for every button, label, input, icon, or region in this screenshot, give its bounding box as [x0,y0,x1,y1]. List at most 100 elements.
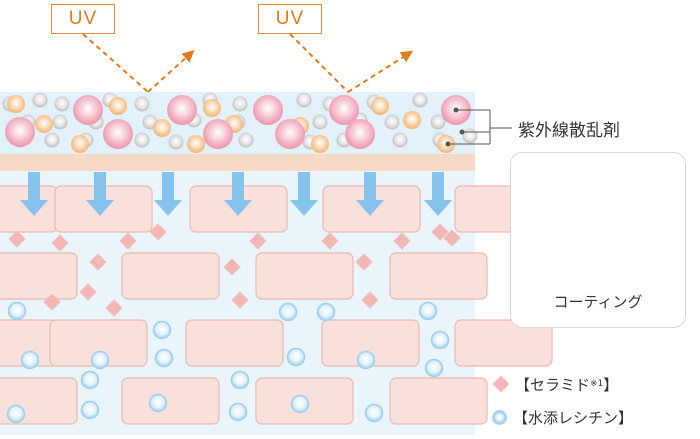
coating-label: コーティング [553,293,643,311]
callout-dot [459,129,465,135]
uv-ray [289,33,349,93]
skin-cell [185,319,284,367]
down-arrow [20,172,48,216]
skin-cell [389,377,488,425]
scatter-pink-particle [167,95,197,125]
lecithin-circle [6,404,26,424]
scatter-pink-particle [73,95,103,125]
coating-panel: コーティング [510,152,686,328]
down-arrow [290,172,318,216]
skin-cell [454,319,553,367]
ceramide-diamond [393,232,411,250]
lecithin-circle [418,301,438,321]
ceramide-legend-note: ※1 [590,379,604,389]
lecithin-circle [90,350,110,370]
skin-cell [0,252,78,300]
lecithin-circle [316,302,336,322]
lecithin-circle [424,358,444,378]
scatter-gray-particle [52,114,68,130]
lecithin-circle [154,348,174,368]
legend-ceramide: 【セラミド※1】 [492,372,618,396]
lecithin-circle [364,403,384,423]
ceramide-diamond [89,253,107,271]
ceramide-diamond [443,229,461,247]
scatter-orange-particle [109,97,127,115]
scatter-pink-particle [345,119,375,149]
scatter-pink-particle [5,117,35,147]
lecithin-legend-icon [492,409,507,425]
scatter-orange-particle [71,135,89,153]
scatter-gray-particle [168,134,184,150]
scatter-gray-particle [392,132,408,148]
scatter-gray-particle [296,92,312,108]
lecithin-circle [356,350,376,370]
ceramide-diamond [249,232,267,250]
scatter-gray-particle [238,132,254,148]
ceramide-diamond [105,299,123,317]
uv-ray [82,33,149,93]
ceramide-diamond [223,258,241,276]
ceramide-legend-close: 】 [603,375,619,394]
lecithin-circle [80,400,100,420]
down-arrow [86,172,114,216]
scatter-gray-particle [44,132,60,148]
scatter-orange-particle [203,99,221,117]
scatter-orange-particle [371,97,389,115]
lecithin-circle [152,320,172,340]
scatter-gray-particle [312,114,328,130]
scatter-gray-particle [32,92,48,108]
lecithin-circle [80,370,100,390]
ceramide-legend-label: 【セラミド [515,375,591,394]
skin-cell [255,252,354,300]
lecithin-circle [278,302,298,322]
down-arrow [424,172,452,216]
scatter-agent-label: 紫外線散乱剤 [518,121,620,141]
scatter-gray-particle [232,96,248,112]
lecithin-circle [20,350,40,370]
scatter-gray-particle [134,96,150,112]
down-arrow [224,172,252,216]
skin-cell [121,377,220,425]
scatter-pink-particle [329,95,359,125]
callout-dot [453,107,459,113]
uv-ray [147,49,195,93]
ceramide-diamond [355,253,373,271]
scatter-orange-particle [35,115,53,133]
down-arrow [154,172,182,216]
scatter-gray-particle [462,128,478,144]
scatter-pink-particle [203,119,233,149]
scatter-gray-particle [54,96,70,112]
scatter-gray-particle [412,92,428,108]
ceramide-diamond [149,223,167,241]
ceramide-diamond [361,291,379,309]
scatter-gray-particle [430,114,446,130]
scatter-pink-particle [103,119,133,149]
lecithin-circle [148,393,168,413]
lecithin-circle [286,347,306,367]
callout-dot [445,141,451,147]
lecithin-circle [7,301,27,321]
uv-label-2: UV [258,4,322,34]
scatter-orange-particle [403,111,421,129]
ceramide-diamond [321,232,339,250]
scatter-gray-particle [134,132,150,148]
skin-cell [121,252,220,300]
scatter-pink-particle [253,95,283,125]
lecithin-circle [430,330,450,350]
scatter-orange-particle [7,95,25,113]
scatter-gray-particle [384,114,400,130]
ceramide-legend-icon [492,375,510,393]
lecithin-circle [290,394,310,414]
scatter-orange-particle [187,135,205,153]
ceramide-diamond [119,232,137,250]
lecithin-circle [230,370,250,390]
ceramide-diamond [231,291,249,309]
lecithin-legend-label: 【水添レシチン】 [513,408,634,427]
scatter-orange-particle [153,119,171,137]
ceramide-diamond [431,223,449,241]
skin-surface-band [0,154,475,171]
lecithin-circle [228,402,248,422]
scatter-orange-particle [311,135,329,153]
